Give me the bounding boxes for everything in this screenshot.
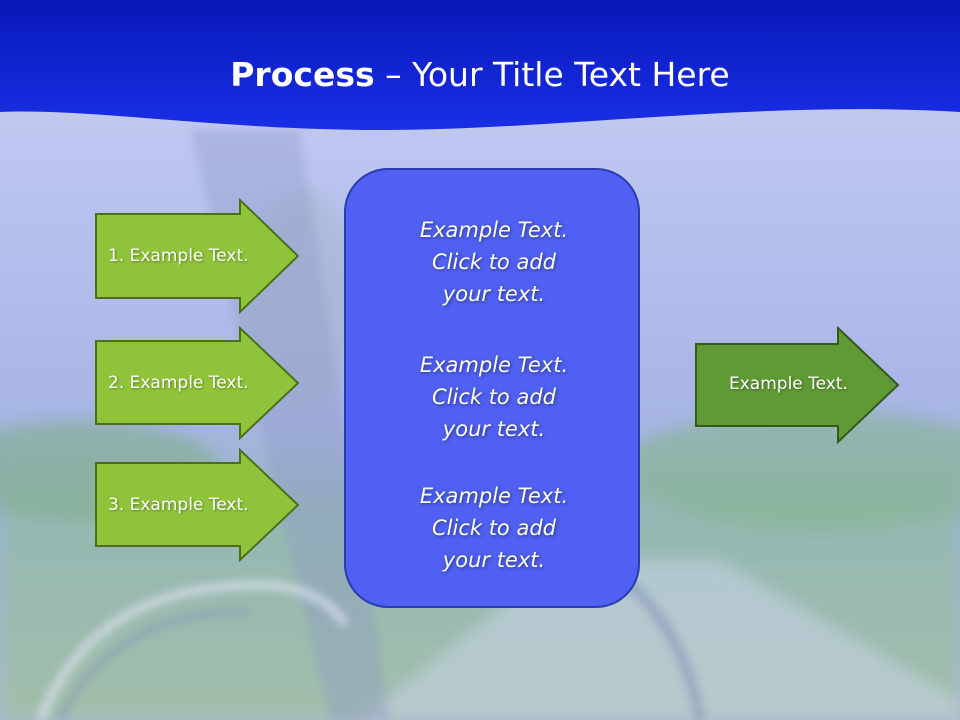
text-block-1-line-3: your text.	[442, 282, 546, 306]
left-arrow-2-label: 2. Example Text.	[108, 373, 249, 393]
title-rest-part: – Your Title Text Here	[374, 55, 730, 94]
text-block-1-line-2: Click to add	[431, 250, 556, 274]
left-arrow-3-label: 3. Example Text.	[108, 495, 249, 515]
text-block-1-line-1: Example Text.	[419, 218, 569, 242]
text-block-2: Example Text. Click to add your text.	[346, 349, 642, 445]
text-block-3-line-2: Click to add	[431, 516, 556, 540]
slide-title: Process – Your Title Text Here	[0, 52, 960, 98]
left-arrow-2: 2. Example Text.	[94, 326, 300, 440]
text-block-3-line-1: Example Text.	[419, 484, 569, 508]
text-block-2-line-2: Click to add	[431, 385, 556, 409]
center-text-box: Example Text. Click to add your text. Ex…	[344, 168, 640, 608]
text-block-2-line-1: Example Text.	[419, 353, 569, 377]
right-arrow: Example Text.	[694, 326, 900, 444]
text-block-3-line-3: your text.	[442, 548, 546, 572]
left-arrow-1-label: 1. Example Text.	[108, 246, 249, 266]
left-arrow-1: 1. Example Text.	[94, 198, 300, 314]
left-arrow-3: 3. Example Text.	[94, 448, 300, 562]
title-bold-part: Process	[230, 55, 375, 94]
text-block-2-line-3: your text.	[442, 417, 546, 441]
right-arrow-label: Example Text.	[729, 374, 848, 394]
text-block-1: Example Text. Click to add your text.	[346, 214, 642, 310]
text-block-3: Example Text. Click to add your text.	[346, 480, 642, 576]
